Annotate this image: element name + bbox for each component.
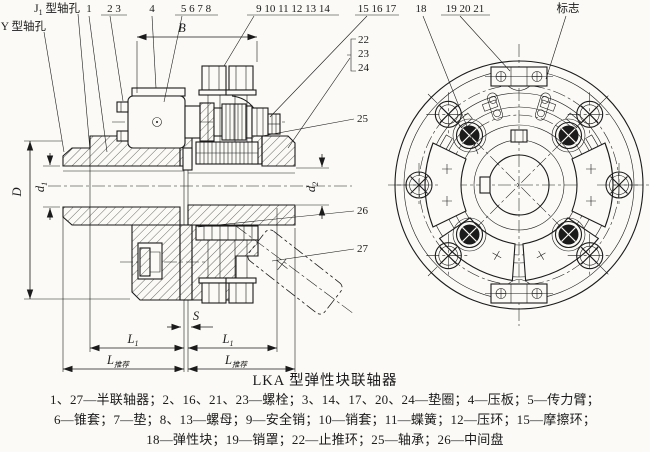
inner-bolt <box>551 118 586 153</box>
callout-26: 26 <box>357 205 369 217</box>
callout-25: 25 <box>357 113 369 125</box>
callout-2-3: 2 3 <box>107 3 121 15</box>
disc-spring-stack <box>221 103 247 141</box>
outer-bolt <box>426 92 471 137</box>
outer-bolt <box>597 163 641 207</box>
outer-bolt <box>426 233 471 278</box>
figure-title: LKA 型弹性块联轴器 <box>252 373 398 389</box>
callout-27: 27 <box>357 243 369 255</box>
dim-Lrec-right-label: L推荐 <box>224 353 248 369</box>
pin-nut <box>251 107 269 137</box>
inner-bolt <box>452 217 487 252</box>
callout-18: 18 <box>416 3 428 15</box>
legend-line-3: 18—弹性块；19—销罩；22—止推环；25—轴承；26—中间盘 <box>146 432 504 447</box>
label-mark: 标志 <box>557 2 580 15</box>
half-coupling-left <box>62 135 184 301</box>
callout-4: 4 <box>149 3 155 15</box>
bottom-bolt-assembly <box>195 225 259 304</box>
figure-caption: LKA 型弹性块联轴器 1、27—半联轴器；2、16、21、23—螺栓；3、14… <box>0 372 650 450</box>
callout-19-21: 19 20 21 <box>446 3 485 15</box>
taper-sleeve <box>199 102 215 142</box>
callout-1: 1 <box>86 3 92 15</box>
inner-bolt <box>452 118 487 153</box>
callout-24: 24 <box>358 62 370 74</box>
top-nuts <box>198 65 257 142</box>
dim-Lrec-left-label: L推荐 <box>106 353 130 369</box>
dim-d1-label: d1 <box>33 182 49 192</box>
label-j1-bore: J1 型轴孔 <box>34 1 80 17</box>
inner-bolt <box>551 217 586 252</box>
end-view <box>388 44 650 326</box>
dim-B-label: B <box>178 21 186 35</box>
pressure-plate <box>131 87 186 97</box>
dim-d2-label: d2 <box>304 182 320 192</box>
section-view: B D d1 d2 S L1 L1 L推荐 L推荐 <box>10 21 355 373</box>
pin-cover-bottom <box>485 279 553 304</box>
dim-L1-left-label: L1 <box>127 332 139 348</box>
dimensions: B D d1 d2 S L1 L1 L推荐 L推荐 <box>10 21 329 373</box>
callout-bracket-22-24 <box>347 38 356 72</box>
dim-D-label: D <box>10 187 24 197</box>
label-y-bore: Y 型轴孔 <box>1 19 47 33</box>
outer-bolt <box>397 163 441 207</box>
callout-9-14: 9 10 11 12 13 14 <box>256 3 330 15</box>
callout-leaders <box>43 13 567 262</box>
callout-23: 23 <box>358 48 370 60</box>
pin-assembly <box>112 65 288 171</box>
callout-22: 22 <box>358 34 369 46</box>
callout-5-8: 5 6 7 8 <box>181 3 212 15</box>
outer-bolt <box>567 233 612 278</box>
callout-labels: J1 型轴孔 Y 型轴孔 1 2 3 4 5 6 7 8 9 10 11 12 … <box>1 1 580 255</box>
dim-S-label: S <box>193 309 200 323</box>
legend-line-1: 1、27—半联轴器；2、16、21、23—螺栓；3、14、17、20、24—垫圈… <box>50 392 600 407</box>
arm-bolt <box>116 130 129 142</box>
pin-sleeve <box>184 105 201 139</box>
bore-keyway <box>479 176 491 194</box>
balance-plug-pocket <box>120 242 206 280</box>
outer-bolt <box>567 92 612 137</box>
coupling-drawing: B D d1 d2 S L1 L1 L推荐 L推荐 <box>1 1 650 373</box>
pin-end-top <box>510 129 528 143</box>
callout-15-17: 15 16 17 <box>358 3 397 15</box>
friction-ring-stack <box>195 141 259 165</box>
legend-line-2: 6—锥套；7—垫；8、13—螺母；9—安全销；10—销套；11—蝶簧；12—压环… <box>53 412 597 427</box>
pin-end-cap <box>267 113 281 135</box>
arm-bolt <box>116 101 129 113</box>
safety-pin <box>182 147 193 171</box>
pin-cover-top <box>485 66 553 91</box>
dim-L1-right-label: L1 <box>222 332 234 348</box>
